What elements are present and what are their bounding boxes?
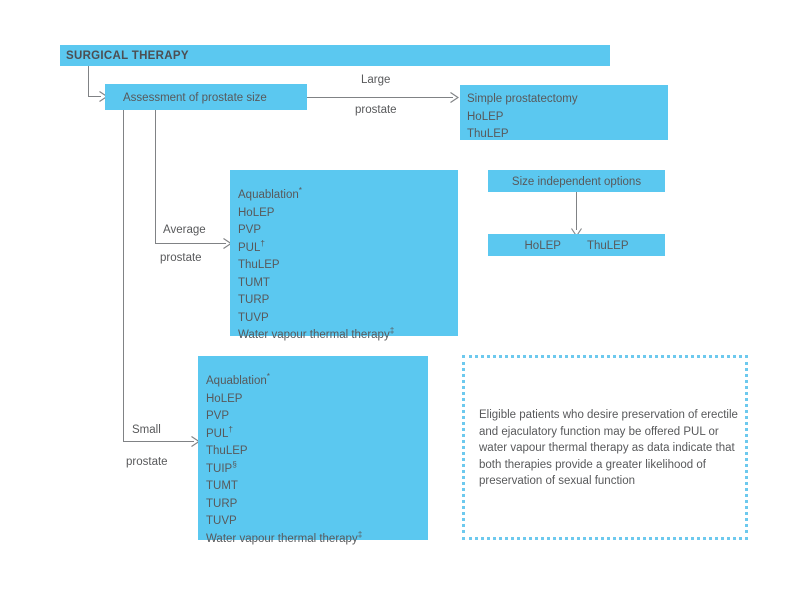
footnote-marker: † (228, 424, 233, 434)
size-independent-option: ThuLEP (586, 240, 629, 252)
sexual-function-note-box: Eligible patients who desire preservatio… (462, 355, 748, 540)
size-independent-options-box[interactable]: HoLEP ThuLEP (488, 234, 665, 256)
list-item: PVP (238, 224, 262, 236)
footnote-marker: † (260, 238, 265, 248)
edge-label-average-line1: Average (163, 224, 206, 236)
list-item: TUMT (238, 276, 270, 289)
footnote-marker: ‡ (389, 326, 395, 336)
size-independent-option: HoLEP (524, 240, 561, 252)
list-item: TUMT (206, 480, 238, 492)
list-item: PUL† (206, 424, 233, 440)
list-item: TUIP§ (206, 459, 237, 475)
list-item: Water vapour thermal therapy‡ (206, 529, 363, 545)
list-item: HoLEP (467, 110, 504, 123)
list-item: TUVP (206, 515, 237, 527)
edge-label-average-line2: prostate (160, 252, 202, 264)
list-item: TURP (238, 294, 270, 306)
footnote-marker: * (266, 372, 270, 382)
list-item: HoLEP (238, 206, 275, 219)
list-item: ThuLEP (206, 445, 248, 457)
connector-size-independent-vertical (576, 192, 577, 230)
sexual-function-note-text: Eligible patients who desire preservatio… (479, 409, 738, 487)
connector-to-large-prostate (307, 97, 453, 98)
list-item: Water vapour thermal therapy‡ (238, 326, 395, 341)
list-item: TUVP (238, 311, 269, 324)
connector-header-to-assessment-vertical (88, 66, 89, 97)
connector-to-average-horizontal (155, 243, 226, 244)
edge-label-small-line1: Small (132, 424, 161, 436)
footnote-marker: § (232, 459, 237, 469)
list-item: Simple prostatectomy (467, 93, 578, 105)
footnote-marker: ‡ (357, 529, 363, 539)
connector-to-average-vertical (155, 110, 156, 243)
average-prostate-options-box[interactable]: Aquablation* HoLEP PVP PUL† ThuLEP TUMT … (230, 170, 458, 341)
connector-to-small-vertical (123, 110, 124, 441)
list-item: ThuLEP (238, 259, 280, 271)
list-item: TURP (206, 497, 238, 510)
footnote-marker: * (298, 186, 302, 196)
size-independent-options-title-box[interactable]: Size independent options (488, 170, 665, 192)
list-item: Aquablation* (238, 186, 302, 201)
surgical-therapy-header: SURGICAL THERAPY (60, 45, 610, 66)
list-item: Aquablation* (206, 372, 270, 387)
edge-label-large-line1: Large (361, 74, 391, 86)
list-item: ThuLEP (467, 128, 509, 140)
list-item: PVP (206, 410, 230, 422)
edge-label-small-line2: prostate (126, 456, 168, 468)
list-item: PUL† (238, 238, 265, 254)
small-prostate-options-box[interactable]: Aquablation* HoLEP PVP PUL† ThuLEP TUIP§… (198, 356, 428, 545)
assessment-of-prostate-size-box[interactable]: Assessment of prostate size (105, 84, 307, 110)
edge-label-large-line2: prostate (355, 104, 397, 116)
list-item: HoLEP (206, 392, 243, 405)
connector-to-small-horizontal (123, 441, 194, 442)
large-prostate-options-box[interactable]: Simple prostatectomy HoLEP ThuLEP (460, 85, 668, 140)
connector-header-to-assessment-horizontal (88, 96, 101, 97)
